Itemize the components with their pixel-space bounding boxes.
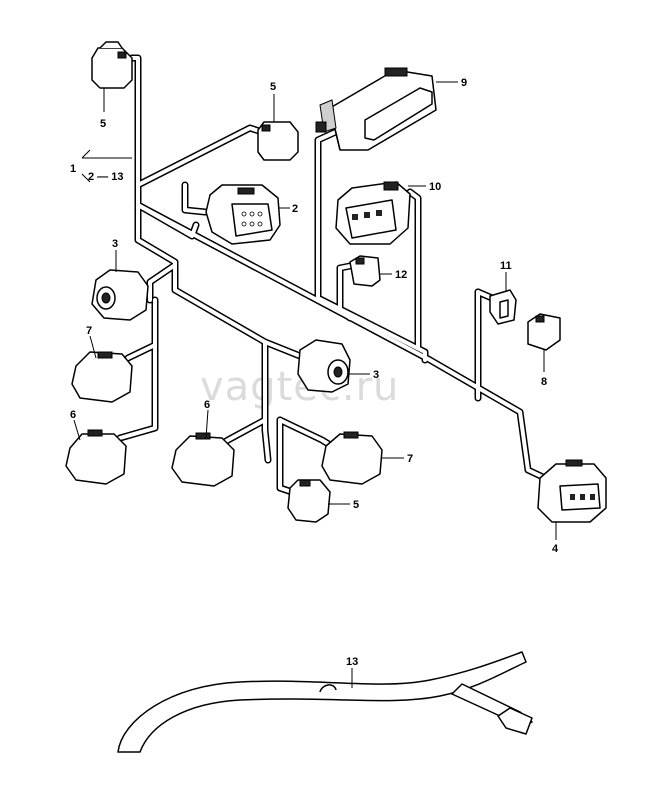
callout-4: 4 [552, 543, 559, 555]
callout-2: 2 [292, 203, 298, 215]
callout-7-center: 7 [407, 453, 413, 465]
leader-lines [73, 81, 557, 688]
connector-2 [205, 184, 281, 245]
callout-12: 12 [395, 269, 407, 281]
connector-5-top-left [91, 41, 133, 89]
callout-8: 8 [541, 376, 547, 388]
cable-guide-13 [117, 651, 533, 753]
callout-3-center: 3 [373, 369, 379, 381]
connector-5-upper [257, 121, 299, 161]
connector-9 [315, 67, 437, 151]
callout-1-range: 2 — 13 [88, 171, 123, 183]
connector-6-center [171, 432, 235, 487]
connector-7-left [71, 351, 133, 403]
callout-labels: 5 1 2 — 13 5 2 3 7 6 6 3 7 5 4 9 10 12 1… [70, 77, 559, 668]
bracket-11 [489, 289, 517, 325]
connector-7-center [321, 431, 383, 485]
connector-10 [335, 181, 411, 245]
connector-12 [349, 255, 381, 287]
relay-8 [527, 313, 561, 351]
callout-13: 13 [346, 656, 358, 668]
callout-7-left: 7 [86, 325, 92, 337]
connector-6-left [65, 429, 127, 485]
connector-5-bottom [287, 479, 331, 523]
callout-3-left: 3 [112, 238, 118, 250]
callout-6-center: 6 [204, 399, 210, 411]
callout-5-top-left: 5 [100, 118, 106, 130]
callout-1: 1 [70, 163, 76, 175]
callout-10: 10 [429, 181, 441, 193]
connector-4 [537, 459, 607, 523]
callout-11: 11 [500, 260, 512, 272]
callout-5-bottom: 5 [353, 499, 359, 511]
callout-9: 9 [461, 77, 467, 89]
sensor-3-left [91, 269, 149, 321]
sensor-3-center [297, 339, 351, 393]
callout-6-left: 6 [70, 409, 76, 421]
callout-5-upper: 5 [270, 81, 276, 93]
